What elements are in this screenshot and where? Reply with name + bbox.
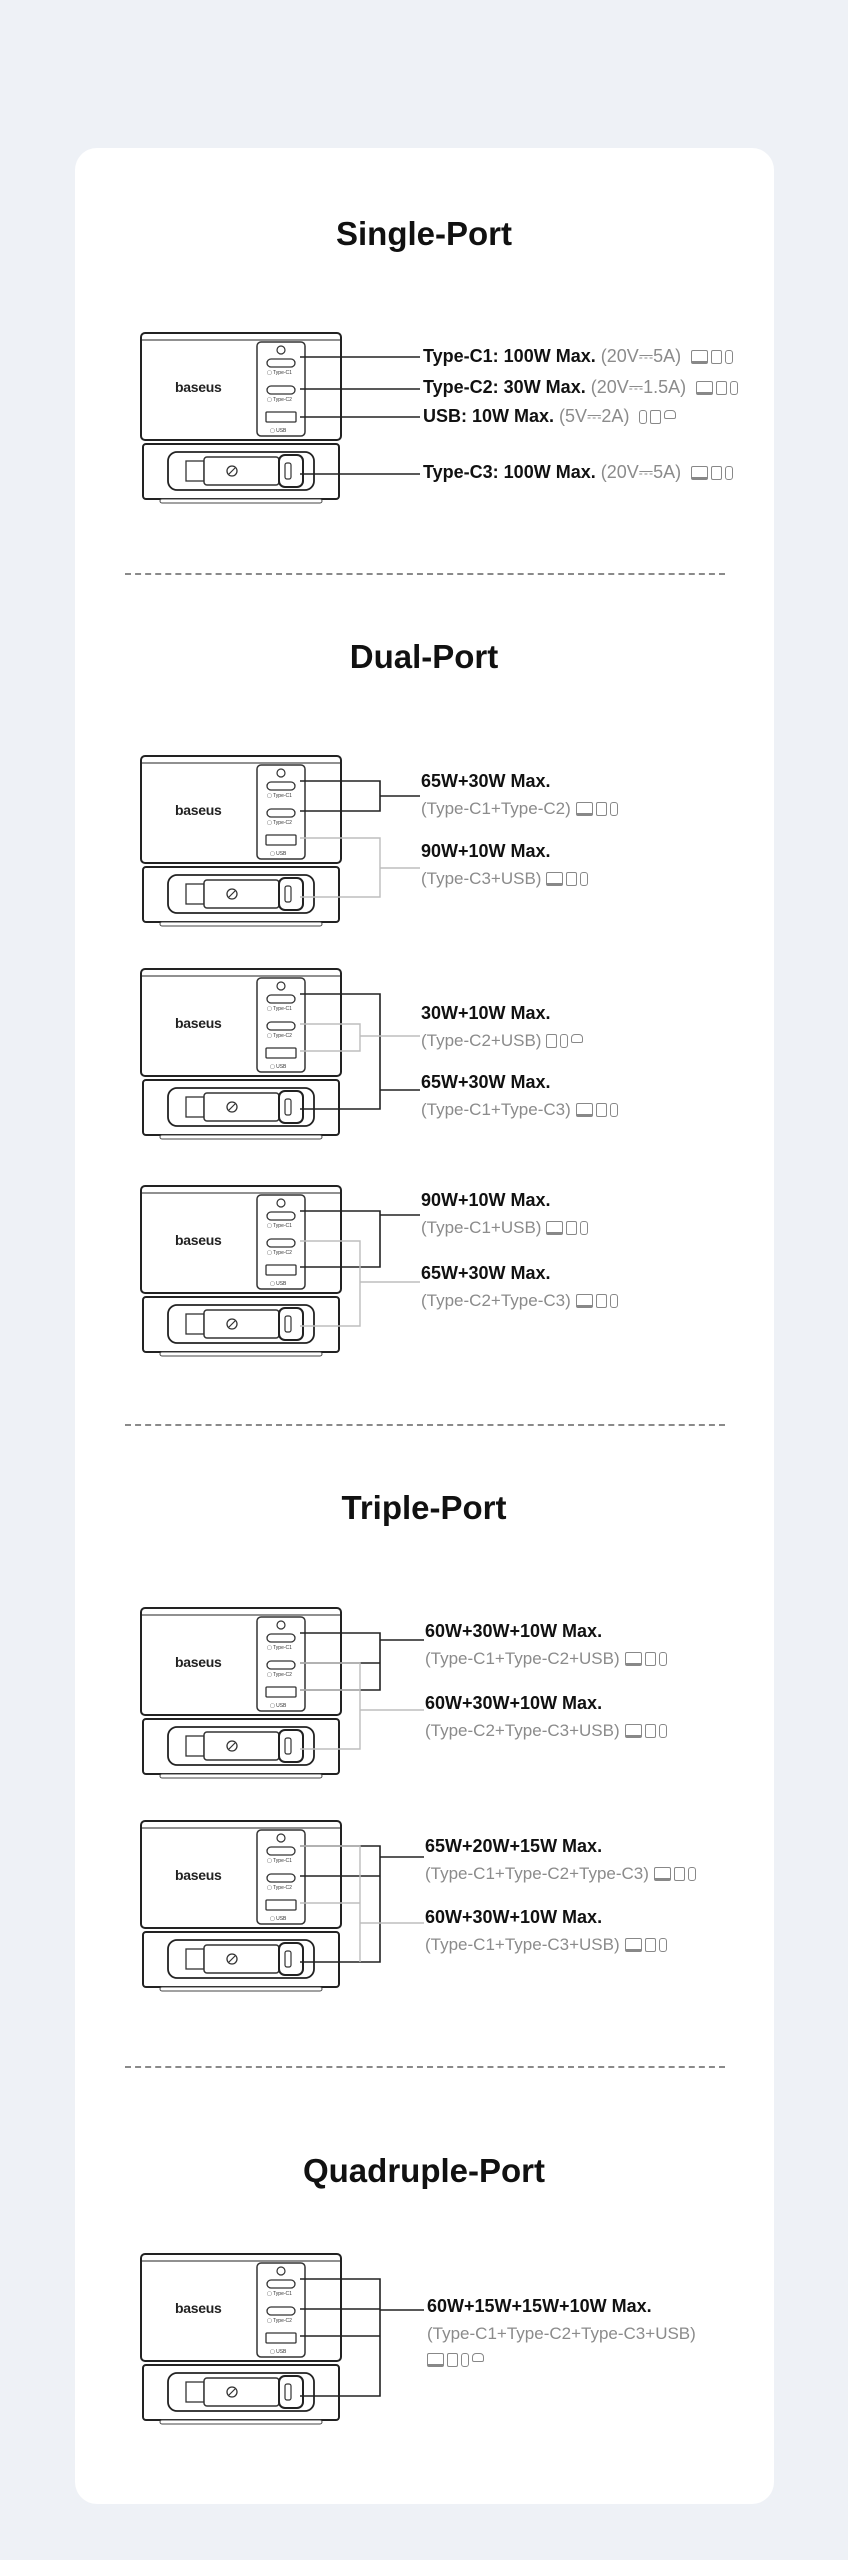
tablet-icon [711, 466, 723, 480]
phone-icon [687, 1867, 696, 1881]
tablet-icon [595, 1294, 607, 1308]
section-title-single-port: Single-Port [335, 215, 512, 252]
dual-3-bottom-label: 65W+30W Max. (Type-C2+Type-C3) [421, 1263, 618, 1311]
tablet-icon [644, 1724, 656, 1738]
tablet-icon [716, 381, 728, 395]
laptop-icon [624, 1724, 642, 1738]
laptop-icon [546, 1221, 564, 1235]
phone-icon [560, 1034, 569, 1048]
tablet-icon [644, 1938, 656, 1952]
section-divider [125, 573, 725, 575]
phone-icon [658, 1938, 667, 1952]
dual-2-top-label: 30W+10W Max. (Type-C2+USB) [421, 1003, 584, 1051]
phone-icon [580, 1221, 589, 1235]
section-title-dual-port: Dual-Port [349, 638, 499, 675]
phone-icon [609, 1103, 618, 1117]
laptop-icon [546, 872, 564, 886]
single-port-c3: Type-C3: 100W Max. (20V⎓5A) [423, 462, 734, 483]
quadruple-label: 60W+15W+15W+10W Max. (Type-C1+Type-C2+Ty… [427, 2296, 696, 2370]
laptop-icon [575, 1294, 593, 1308]
triple-2-top-label: 65W+20W+15W Max. (Type-C1+Type-C2+Type-C… [425, 1836, 696, 1884]
laptop-icon [427, 2353, 444, 2367]
laptop-icon [653, 1867, 671, 1881]
section-divider [125, 1424, 725, 1426]
tablet-icon [447, 2353, 458, 2367]
laptop-icon [575, 802, 593, 816]
triple-1-top-label: 60W+30W+10W Max. (Type-C1+Type-C2+USB) [425, 1621, 667, 1669]
section-divider [125, 2066, 725, 2068]
tablet-icon [644, 1652, 656, 1666]
single-port-usb: USB: 10W Max. (5V⎓2A) [423, 406, 677, 427]
triple-2-bottom-label: 60W+30W+10W Max. (Type-C1+Type-C3+USB) [425, 1907, 667, 1955]
phone-icon [609, 1294, 618, 1308]
phone-icon [658, 1652, 667, 1666]
dual-2-bottom-label: 65W+30W Max. (Type-C1+Type-C3) [421, 1072, 618, 1120]
tablet-icon [546, 1034, 558, 1048]
laptop-icon [624, 1652, 642, 1666]
tablet-icon [650, 410, 662, 424]
tablet-icon [566, 872, 578, 886]
phone-icon [725, 466, 734, 480]
phone-icon [725, 350, 734, 364]
earbuds-icon [472, 2353, 484, 2362]
phone-icon [609, 802, 618, 816]
earbuds-icon [571, 1034, 584, 1043]
section-title-triple-port: Triple-Port [341, 1489, 507, 1526]
tablet-icon [566, 1221, 578, 1235]
single-port-c1: Type-C1: 100W Max. (20V⎓5A) [423, 346, 734, 367]
phone-icon [730, 381, 739, 395]
tablet-icon [595, 1103, 607, 1117]
phone-icon [639, 410, 648, 424]
laptop-icon [624, 1938, 642, 1952]
triple-1-bottom-label: 60W+30W+10W Max. (Type-C2+Type-C3+USB) [425, 1693, 667, 1741]
tablet-icon [595, 802, 607, 816]
laptop-icon [575, 1103, 593, 1117]
laptop-icon [691, 350, 709, 364]
dual-3-top-label: 90W+10W Max. (Type-C1+USB) [421, 1190, 589, 1238]
single-port-c2: Type-C2: 30W Max. (20V⎓1.5A) [423, 377, 739, 398]
phone-icon [580, 872, 589, 886]
section-title-quadruple-port: Quadruple-Port [302, 2152, 545, 2189]
tablet-icon [673, 1867, 685, 1881]
dual-1-bottom-label: 90W+10W Max. (Type-C3+USB) [421, 841, 589, 889]
laptop-icon [696, 381, 714, 395]
dual-1-top-label: 65W+30W Max. (Type-C1+Type-C2) [421, 771, 618, 819]
phone-icon [461, 2353, 469, 2367]
phone-icon [658, 1724, 667, 1738]
earbuds-icon [664, 410, 677, 419]
laptop-icon [691, 466, 709, 480]
tablet-icon [711, 350, 723, 364]
